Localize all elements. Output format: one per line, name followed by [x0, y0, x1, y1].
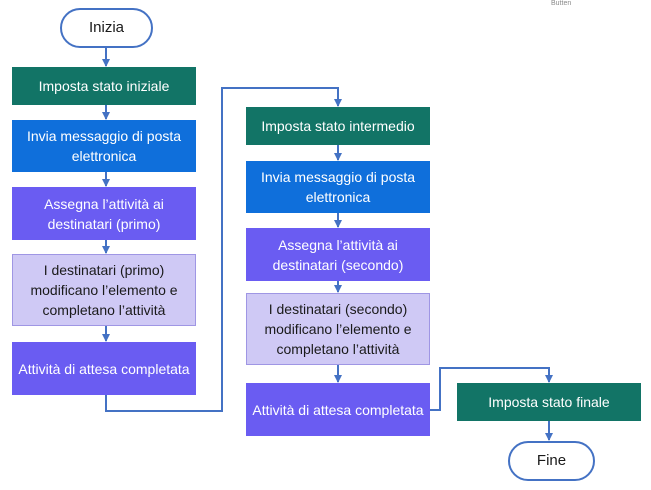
send-email-step-1: Invia messaggio di posta elettronica: [12, 120, 196, 172]
wait-complete-step-2: Attività di attesa completata: [246, 383, 430, 436]
connector-wait1-to-intermediate: [105, 87, 342, 412]
set-intermediate-state-step: Imposta stato intermedio: [246, 107, 430, 145]
end-node: Fine: [508, 441, 595, 481]
connector-wait2-to-final: [430, 367, 553, 411]
start-node: Inizia: [60, 8, 153, 48]
assign-task-step-2: Assegna l’attività ai destinatari (secon…: [246, 228, 430, 281]
assign-task-step-1: Assegna l’attività ai destinatari (primo…: [12, 187, 196, 240]
send-email-step-2: Invia messaggio di posta elettronica: [246, 161, 430, 213]
wait-complete-step-1: Attività di attesa completata: [12, 342, 196, 395]
recipients-edit-step-2: I destinatari (secondo) modificano l’ele…: [246, 293, 430, 365]
set-final-state-step: Imposta stato finale: [457, 383, 641, 421]
set-initial-state-step: Imposta stato iniziale: [12, 67, 196, 105]
cropped-corner-text: Butten: [551, 0, 572, 7]
recipients-edit-step-1: I destinatari (primo) modificano l’eleme…: [12, 254, 196, 326]
